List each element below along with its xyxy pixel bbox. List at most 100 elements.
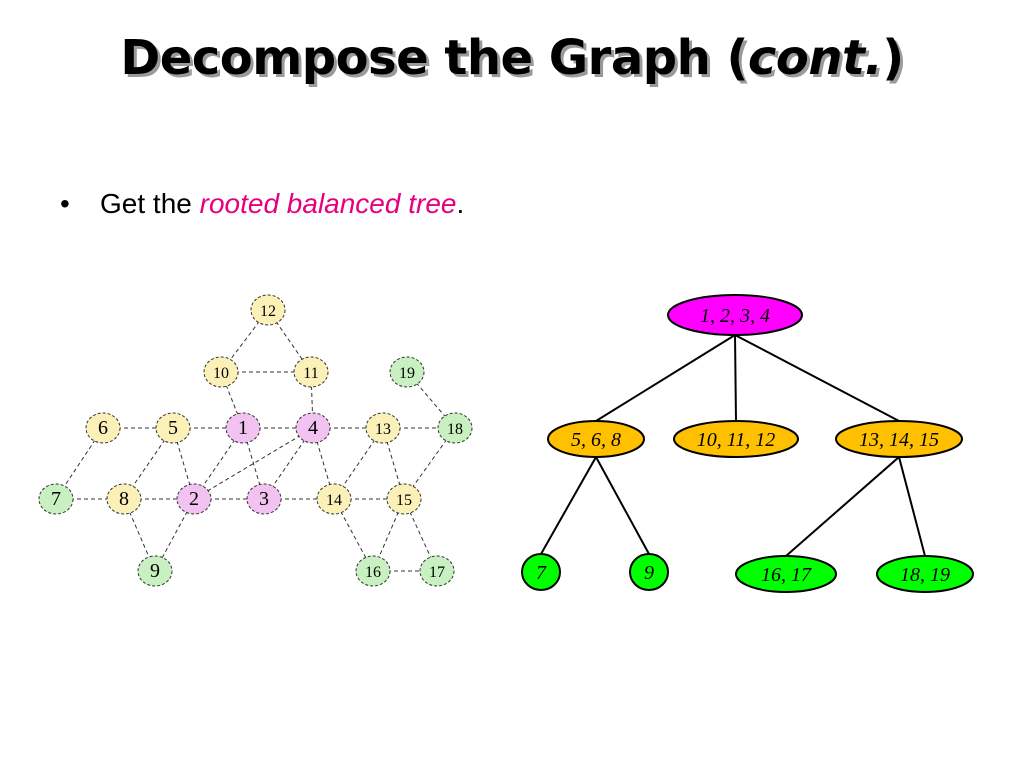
tree-node-label: 13, 14, 15 [859, 429, 939, 451]
graph-node-circle [38, 483, 74, 515]
tree-edge-a-l7 [540, 456, 597, 555]
graph-edge-4-2 [193, 427, 314, 500]
tree-edge-root-b [734, 334, 737, 422]
graph-node-label: 9 [150, 560, 160, 582]
tree-node-label: 9 [644, 562, 654, 584]
graph-node-label: 8 [119, 488, 129, 510]
graph-node-circle [225, 412, 261, 444]
bullet-dot: • [60, 188, 70, 219]
tree-edge-c-l18 [898, 456, 926, 557]
graph-node-label: 13 [375, 421, 391, 438]
tree-node-ellipse [673, 420, 799, 458]
graph-node-label: 15 [396, 492, 412, 509]
tree-node-l18: 18, 19 [876, 555, 974, 593]
bullet-item: • Get the rooted balanced tree. [60, 188, 464, 220]
graph-node-circle [295, 412, 331, 444]
tree-edge-root-c [734, 334, 900, 422]
graph-node-circle [176, 483, 212, 515]
tree-node-label: 5, 6, 8 [571, 429, 621, 451]
graph-node-19: 19 [389, 356, 425, 388]
graph-node-circle [386, 483, 422, 515]
graph-node-label: 2 [189, 488, 199, 510]
graph-edge-13-15 [382, 427, 405, 500]
graph-node-label: 7 [51, 488, 61, 510]
tree-node-label: 7 [536, 562, 547, 584]
tree-edge-c-l16 [785, 456, 900, 557]
graph-node-label: 10 [213, 365, 229, 382]
tree-node-label: 18, 19 [900, 564, 950, 586]
tree-node-ellipse [735, 555, 837, 593]
graph-node-circle [203, 356, 239, 388]
tree-node-label: 1, 2, 3, 4 [700, 305, 770, 327]
graph-node-label: 5 [168, 417, 178, 439]
bullet-suffix: . [456, 188, 465, 219]
tree-nodes: 1, 2, 3, 4 5, 6, 8 10, 11, 12 13, 14, 15 7 9 1… [521, 294, 974, 593]
tree-node-root: 1, 2, 3, 4 [667, 294, 803, 336]
tree-node-ellipse [547, 420, 645, 458]
graph-node-circle [316, 483, 352, 515]
graph-edges [55, 309, 456, 572]
graph-node-16: 16 [355, 555, 391, 587]
tree-edge-a-l9 [595, 456, 650, 555]
graph-node-label: 4 [308, 417, 318, 439]
tree-node-a: 5, 6, 8 [547, 420, 645, 458]
tree-node-c: 13, 14, 15 [835, 420, 963, 458]
graph-node-circle [437, 412, 473, 444]
tree-node-l7: 7 [521, 553, 561, 591]
graph-node-circle [389, 356, 425, 388]
bullet-prefix: Get the [100, 188, 200, 219]
graph-node-label: 1 [238, 417, 248, 439]
graph-edge-12-11 [267, 309, 312, 373]
graph-node-circle [419, 555, 455, 587]
graph-node-label: 12 [260, 303, 276, 320]
graph-node-label: 6 [98, 417, 108, 439]
tree-node-ellipse [667, 294, 803, 336]
graph-node-11: 11 [293, 356, 329, 388]
graph-node-label: 19 [399, 365, 415, 382]
title-main: Decompose the Graph ( [120, 30, 748, 86]
graph-node-7: 7 [38, 483, 74, 515]
graph-node-5: 5 [155, 412, 191, 444]
slide-title: Decompose the Graph (cont.) [0, 30, 1024, 86]
graph-node-circle [355, 555, 391, 587]
graph-node-circle [365, 412, 401, 444]
graph-node-10: 10 [203, 356, 239, 388]
graph-node-18: 18 [437, 412, 473, 444]
graph-node-1: 1 [225, 412, 261, 444]
tree-edges [540, 334, 926, 557]
graph-node-3: 3 [246, 483, 282, 515]
tree-node-l16: 16, 17 [735, 555, 837, 593]
tree-node-ellipse [629, 553, 669, 591]
tree-node-b: 10, 11, 12 [673, 420, 799, 458]
bullet-emphasis: rooted balanced tree [199, 188, 457, 219]
graph-node-label: 18 [447, 421, 463, 438]
title-italic: cont. [747, 30, 883, 86]
graph-node-circle [106, 483, 142, 515]
graph-node-label: 3 [259, 488, 269, 510]
graph-edge-19-18 [406, 371, 456, 429]
tree-node-l9: 9 [629, 553, 669, 591]
graph-node-2: 2 [176, 483, 212, 515]
graph-node-14: 14 [316, 483, 352, 515]
tree-node-ellipse [521, 553, 561, 591]
graph-node-circle [250, 294, 286, 326]
tree-edge-root-a [595, 334, 736, 422]
graph-edge-5-2 [172, 427, 195, 500]
graph-node-circle [137, 555, 173, 587]
tree-node-label: 10, 11, 12 [697, 429, 776, 451]
graph-edge-4-14 [312, 427, 335, 500]
graph-node-label: 11 [303, 365, 318, 382]
graph-node-circle [293, 356, 329, 388]
graph-node-label: 17 [429, 564, 445, 581]
graph-node-circle [155, 412, 191, 444]
graph-node-12: 12 [250, 294, 286, 326]
graph-node-17: 17 [419, 555, 455, 587]
graph-node-circle [85, 412, 121, 444]
graph-edge-1-3 [242, 427, 265, 500]
tree-node-ellipse [835, 420, 963, 458]
tree-node-label: 16, 17 [761, 564, 812, 586]
title-close: ) [882, 30, 904, 86]
graph-node-15: 15 [386, 483, 422, 515]
